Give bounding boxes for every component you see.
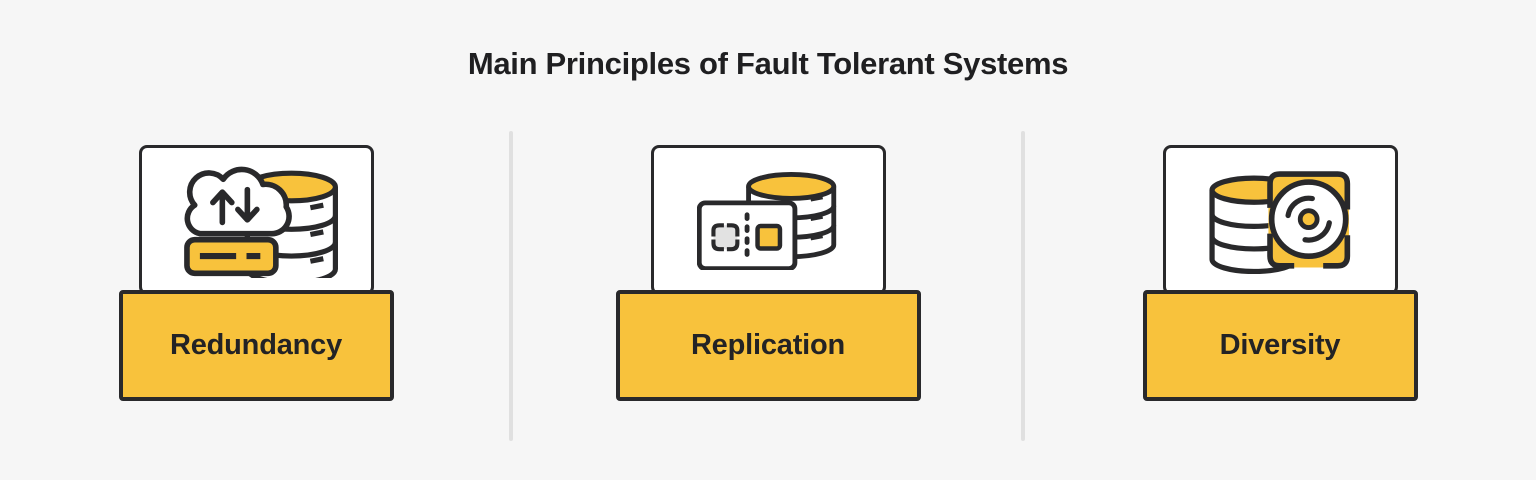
vertical-divider bbox=[509, 131, 513, 441]
copy-object-database-icon bbox=[697, 170, 839, 271]
principle-card-diversity: Diversity bbox=[1024, 145, 1536, 401]
vertical-divider bbox=[1021, 131, 1025, 441]
page-title: Main Principles of Fault Tolerant System… bbox=[467, 46, 1069, 81]
cloud-sync-database-icon bbox=[174, 162, 338, 279]
replication-icon-box bbox=[650, 145, 886, 295]
principle-label-diversity: Diversity bbox=[1142, 290, 1418, 401]
principle-label-redundancy: Redundancy bbox=[118, 290, 394, 401]
principle-card-redundancy: Redundancy bbox=[0, 145, 512, 401]
redundancy-icon-box bbox=[138, 145, 374, 295]
principles-row: Redundancy bbox=[0, 145, 1536, 401]
principle-card-replication: Replication bbox=[512, 145, 1024, 401]
principle-label-replication: Replication bbox=[615, 290, 921, 401]
diversity-icon-box bbox=[1162, 145, 1398, 295]
disk-drive-database-icon bbox=[1204, 166, 1357, 275]
